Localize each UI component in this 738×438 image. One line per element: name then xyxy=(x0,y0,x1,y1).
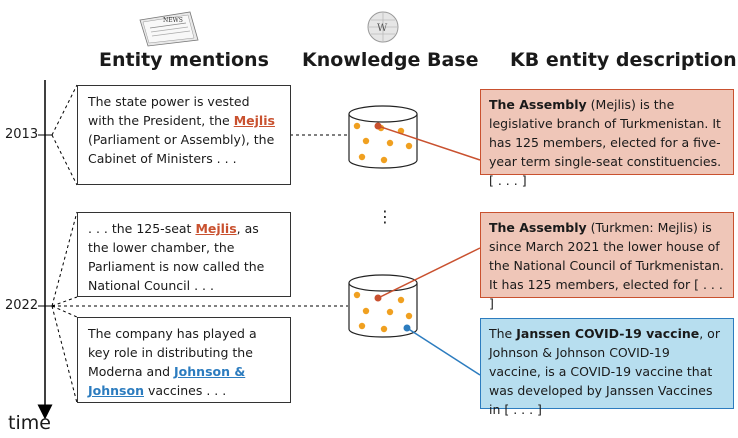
mention-johnson-johnson[interactable]: Johnson & Johnson xyxy=(88,364,246,398)
year-2022: 2022 xyxy=(5,298,39,313)
mention-mejlis-2022[interactable]: Mejlis xyxy=(195,221,237,236)
time-axis-label: time xyxy=(8,412,51,434)
kb-description-assembly-2022: The Assembly (Turkmen: Mejlis) is since … xyxy=(480,212,734,311)
kb-description-assembly-2013: The Assembly (Mejlis) is the legislative… xyxy=(480,89,734,188)
desc-entity-name: The Assembly xyxy=(489,220,587,235)
mention-box-1: The state power is vested with the Presi… xyxy=(77,85,291,185)
newspaper-label: NEWS xyxy=(163,17,183,24)
mention-text-after: (Parliament or Assembly), the Cabinet of… xyxy=(88,132,275,166)
desc-entity-name: Janssen COVID-19 vaccine xyxy=(516,326,700,341)
mention-text-after: , as the lower chamber, the Parliament i… xyxy=(88,221,265,293)
wikipedia-globe-icon: W xyxy=(367,11,399,43)
title-entity-mentions: Entity mentions xyxy=(99,49,269,71)
mention-mejlis-2013[interactable]: Mejlis xyxy=(233,113,275,128)
link-mejlis-2022 xyxy=(377,247,481,299)
title-kb-entity-description: KB entity description xyxy=(510,49,737,71)
kb-cylinder-2013 xyxy=(348,105,418,169)
mention-box-3: The company has played a key role in dis… xyxy=(77,317,291,403)
svg-text:W: W xyxy=(377,23,388,34)
desc-text: , or Johnson & Johnson COVID-19 vaccine,… xyxy=(489,326,720,417)
link-janssen xyxy=(406,327,481,376)
link-mejlis-2013 xyxy=(377,125,481,161)
mention-box-2: . . . the 125-seat Mejlis, as the lower … xyxy=(77,212,291,297)
desc-lead: The xyxy=(489,326,517,341)
mention-text-before: The company has played a key role in dis… xyxy=(88,326,257,379)
desc-entity-name: The Assembly xyxy=(489,97,587,112)
mention-text-before: . . . the 125-seat xyxy=(88,221,196,236)
mention-text-after: vaccines . . . xyxy=(143,383,227,398)
mention-text-before: The state power is vested with the Presi… xyxy=(88,94,250,128)
desc-text: (Turkmen: Mejlis) is since March 2021 th… xyxy=(489,220,724,311)
title-knowledge-base: Knowledge Base xyxy=(302,49,479,71)
year-2013: 2013 xyxy=(5,127,39,142)
kb-description-janssen-vaccine: The Janssen COVID-19 vaccine, or Johnson… xyxy=(480,318,734,417)
newspaper-icon xyxy=(139,11,199,47)
desc-text: (Mejlis) is the legislative branch of Tu… xyxy=(489,97,722,188)
kb-ellipsis: ⋮ xyxy=(377,207,393,226)
